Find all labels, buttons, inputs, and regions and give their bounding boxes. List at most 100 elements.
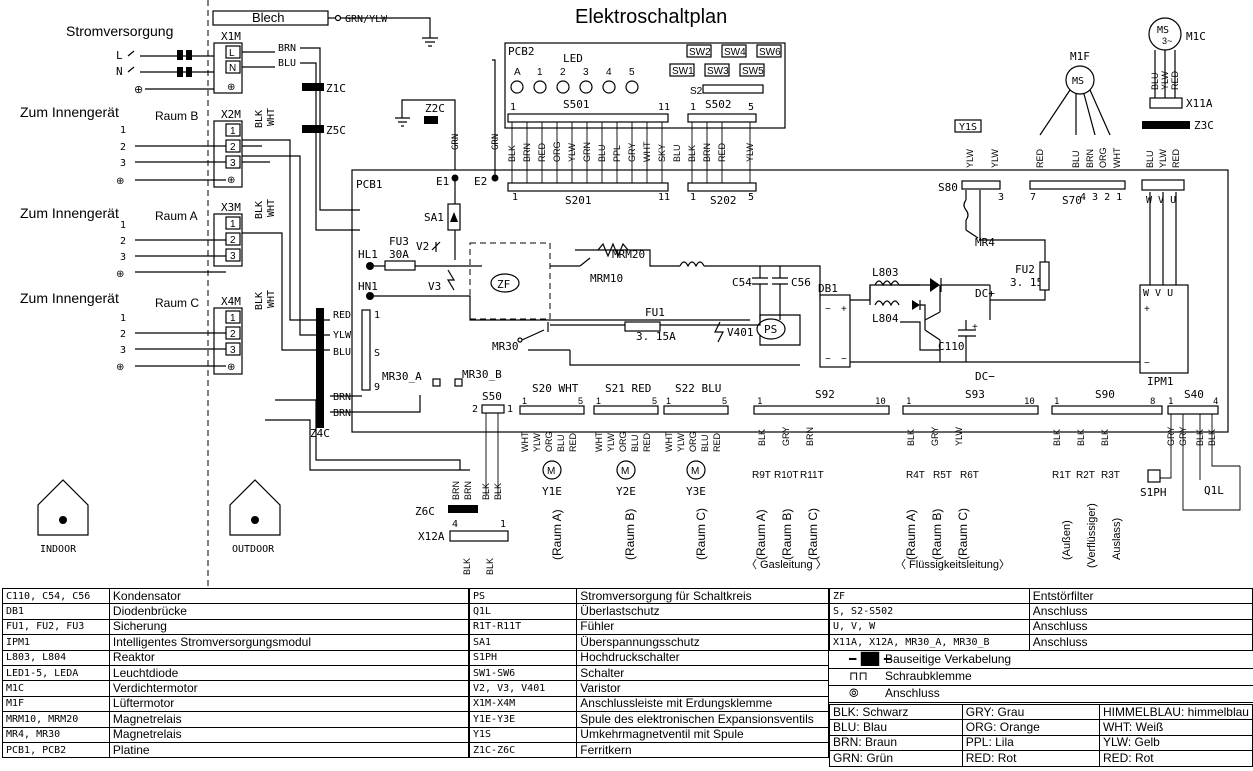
- svg-text:BLU: BLU: [700, 434, 710, 452]
- svg-text:YLW: YLW: [965, 149, 975, 168]
- svg-text:E2: E2: [474, 175, 487, 188]
- svg-text:3: 3: [120, 252, 126, 263]
- svg-text:YLW: YLW: [1160, 71, 1170, 90]
- svg-text:(Raum B): (Raum B): [623, 509, 637, 560]
- svg-text:C56: C56: [791, 276, 811, 289]
- svg-text:DC+: DC+: [975, 287, 995, 300]
- svg-text:R5T: R5T: [933, 470, 952, 481]
- svg-text:BLK: BLK: [507, 145, 517, 162]
- svg-text:MR4: MR4: [975, 236, 995, 249]
- svg-text:RED: RED: [1035, 148, 1045, 168]
- svg-text:X4M: X4M: [221, 295, 241, 308]
- svg-text:WHT: WHT: [520, 431, 530, 452]
- svg-text:GRY: GRY: [781, 427, 791, 446]
- legend-desc: BLU: Blau: [829, 719, 963, 736]
- svg-text:L: L: [116, 49, 123, 62]
- svg-text:(Verflüssiger): (Verflüssiger): [1086, 503, 1098, 568]
- svg-text:1: 1: [666, 396, 671, 406]
- legend-desc: Sicherung: [108, 618, 470, 636]
- svg-text:BLK: BLK: [1076, 429, 1086, 446]
- svg-text:4: 4: [452, 519, 458, 530]
- svg-text:YLW: YLW: [954, 427, 964, 446]
- svg-text:3: 3: [230, 345, 236, 356]
- svg-text:SA1: SA1: [424, 211, 444, 224]
- svg-text:ORG: ORG: [552, 141, 562, 162]
- svg-text:1: 1: [510, 102, 516, 113]
- svg-text:S80: S80: [938, 181, 958, 194]
- legend-desc: HIMMELBLAU: himmelblau: [1098, 703, 1253, 721]
- legend-desc: Fühler: [576, 618, 829, 636]
- legend-symbol-icon: ⦾: [849, 686, 859, 700]
- svg-text:WHT: WHT: [1112, 147, 1122, 168]
- svg-text:(Raum C): (Raum C): [956, 508, 970, 560]
- svg-text:BRN: BRN: [522, 143, 532, 162]
- svg-text:ZF: ZF: [497, 278, 510, 291]
- legend-desc: Intelligentes Stromversorgungsmodul: [108, 634, 470, 651]
- svg-text:SW3: SW3: [707, 66, 729, 77]
- legend-code: M1C: [2, 680, 110, 697]
- svg-text:1: 1: [230, 313, 236, 324]
- svg-text:GRN: GRN: [582, 142, 592, 162]
- svg-text:Raum A: Raum A: [155, 209, 198, 223]
- svg-text:S21 RED: S21 RED: [605, 382, 651, 395]
- legend-symbols: ━▐█▌━Bauseitige Verkabelung⊓⊓Schraubklem…: [829, 652, 1253, 703]
- svg-text:RED: RED: [717, 142, 727, 162]
- svg-text:INDOOR: INDOOR: [40, 544, 77, 555]
- svg-text:BLU: BLU: [1145, 150, 1155, 168]
- legend-desc: Anschluss: [1028, 634, 1253, 651]
- legend-code: LED1-5, LEDA: [2, 664, 110, 682]
- svg-text:BLK: BLK: [481, 483, 491, 500]
- svg-text:M: M: [621, 466, 629, 477]
- legend-desc: RED: Rot: [1098, 750, 1253, 767]
- svg-text:BLK: BLK: [254, 110, 265, 128]
- svg-text:E1: E1: [436, 175, 449, 188]
- legend-code: Z1C-Z6C: [468, 741, 578, 759]
- svg-text:BRN: BRN: [805, 427, 815, 446]
- svg-text:⊕: ⊕: [116, 176, 124, 187]
- svg-text:5: 5: [629, 67, 635, 78]
- legend-code: DB1: [2, 603, 110, 620]
- svg-text:SW5: SW5: [742, 66, 764, 77]
- svg-text:MR30_A: MR30_A: [382, 370, 422, 383]
- legend-symbol-label: Anschluss: [885, 686, 940, 700]
- legend-desc: BRN: Braun: [829, 734, 963, 752]
- svg-text:+: +: [972, 322, 978, 333]
- svg-text:5: 5: [748, 192, 754, 203]
- svg-text:X3M: X3M: [221, 201, 241, 214]
- svg-text:1: 1: [522, 396, 527, 406]
- legend-desc: Anschluss: [1028, 603, 1253, 620]
- svg-text:RED: RED: [1171, 148, 1181, 168]
- svg-text:1: 1: [690, 192, 696, 203]
- svg-text:30A: 30A: [389, 248, 409, 261]
- svg-text:BLK: BLK: [485, 558, 495, 575]
- svg-text:3. 15A: 3. 15A: [636, 330, 676, 343]
- svg-text:⊕: ⊕: [227, 82, 235, 93]
- legend-code: SA1: [468, 634, 578, 651]
- svg-text:YLW: YLW: [333, 330, 352, 341]
- svg-text:HL1: HL1: [358, 248, 378, 261]
- svg-text:BLK: BLK: [493, 483, 503, 500]
- svg-text:MRM20: MRM20: [612, 248, 645, 261]
- svg-text:X11A: X11A: [1186, 97, 1213, 110]
- svg-text:ORG: ORG: [1098, 147, 1108, 168]
- legend-desc: Hochdruckschalter: [576, 649, 829, 666]
- svg-text:5: 5: [748, 102, 754, 113]
- svg-text:3~: 3~: [1162, 36, 1172, 46]
- svg-text:BLK: BLK: [462, 558, 472, 575]
- legend-code: R1T-R11T: [468, 618, 578, 636]
- legend-desc: Überspannungsschutz: [576, 634, 829, 651]
- svg-text:YLW: YLW: [990, 149, 1000, 168]
- svg-text:BLK: BLK: [757, 429, 767, 446]
- svg-text:BLU: BLU: [278, 58, 296, 69]
- svg-text:2: 2: [230, 142, 236, 153]
- legend-code: U, V, W: [829, 618, 1030, 636]
